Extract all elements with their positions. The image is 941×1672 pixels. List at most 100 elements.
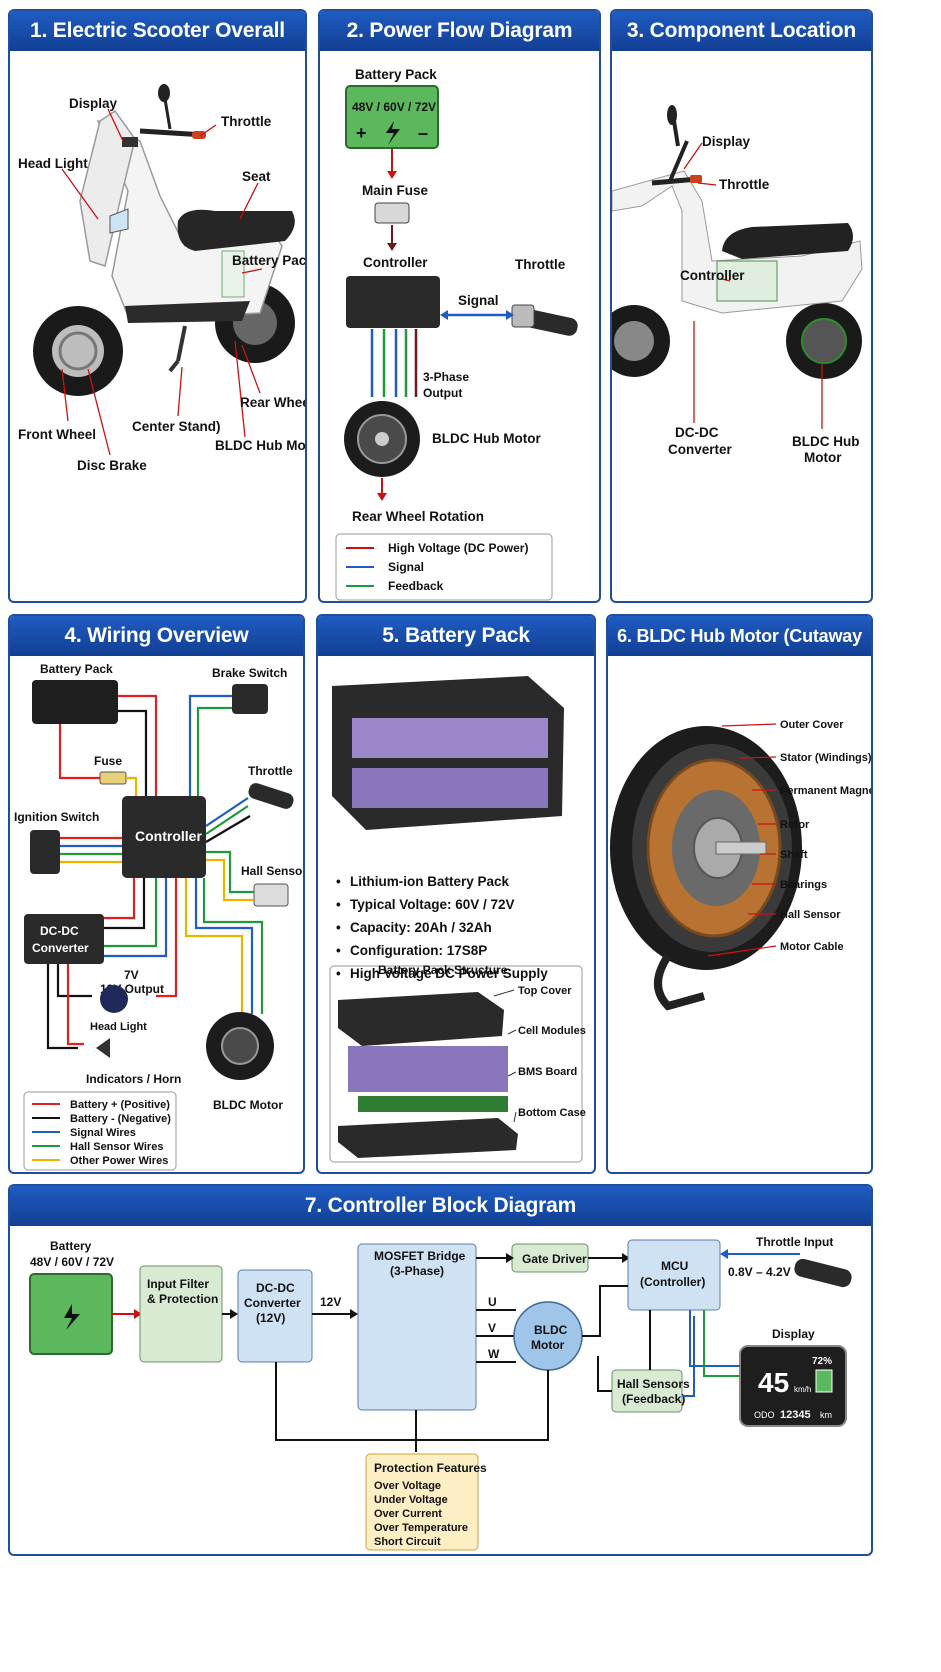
display-battery-icon — [815, 1369, 833, 1393]
scooter-illustration — [33, 84, 295, 396]
label-dcdc: DC-DC — [40, 924, 79, 938]
head-light-icon — [100, 985, 128, 1013]
fuse-icon — [374, 202, 410, 224]
label-motor: Motor — [804, 450, 842, 465]
panel-battery-pack: 5. Battery Pack Battery Pack Structure T… — [316, 614, 596, 1174]
display-odo-label: ODO — [754, 1410, 775, 1420]
controller-location — [716, 260, 778, 302]
label-front-wheel: Front Wheel — [18, 427, 96, 442]
seat — [722, 223, 853, 259]
protection-short-circuit: Short Circuit — [374, 1536, 441, 1548]
scooter-layout-illustration: Display Throttle Head Light Seat Battery… — [18, 84, 307, 473]
label-fuse: Fuse — [94, 754, 122, 768]
legend-signal-wires: Signal Wires — [70, 1127, 136, 1139]
component-location-illustration: Display Throttle Controller DC-DC Conver… — [612, 105, 863, 465]
legend-feedback: Feedback — [388, 579, 444, 593]
display-odo-unit: km — [820, 1410, 832, 1420]
dcdc-converter-box — [24, 914, 104, 964]
phase-wires — [370, 329, 418, 397]
label-w: W — [488, 1347, 500, 1361]
label-battery-pack: Battery Pack — [232, 253, 307, 268]
motor-callout-lines — [707, 723, 777, 957]
part-bottom-case: Bottom Case — [518, 1107, 586, 1119]
part-shaft: Shaft — [780, 849, 808, 861]
battery-pack-illustration: Battery Pack Structure Top Cover Cell Mo… — [329, 676, 586, 1163]
label-protection: & Protection — [147, 1292, 218, 1306]
ignition-switch-icon — [30, 830, 60, 874]
label-ignition-switch: Ignition Switch — [14, 810, 99, 824]
label-dcdc: DC-DC — [675, 425, 719, 440]
label-12v: 12V — [320, 1295, 341, 1309]
label-input-filter: Input Filter — [147, 1277, 209, 1291]
brake-switch-icon — [232, 684, 268, 714]
label-bldc-hub-motor: BLDC Hub Motor — [432, 431, 541, 446]
label-seat: Seat — [242, 169, 271, 184]
label-converter: Converter — [244, 1296, 301, 1310]
label-controller: Controller — [363, 255, 428, 270]
label-main-fuse: Main Fuse — [362, 183, 429, 198]
seat — [177, 209, 295, 251]
protection-over-voltage: Over Voltage — [374, 1480, 441, 1492]
label-battery-voltage: 48V / 60V / 72V — [30, 1255, 114, 1269]
label-dcdc: DC-DC — [256, 1281, 295, 1295]
label-bldc-hub-motor: BLDC Hub Motor — [215, 438, 307, 453]
floorboard — [125, 301, 250, 323]
legend-positive: Battery + (Positive) — [70, 1099, 170, 1111]
display-speed: 45 — [758, 1367, 789, 1398]
label-battery-pack: Battery Pack — [355, 67, 437, 82]
label-converter: Converter — [668, 442, 733, 457]
panel-title: 1. Electric Scooter Overall Layout — [10, 11, 305, 82]
label-three-phase: (3-Phase) — [390, 1264, 444, 1278]
wiring-lines — [46, 694, 264, 1050]
mcu-block — [627, 1239, 721, 1311]
location-callout-lines — [683, 142, 823, 429]
part-permanent-magnets: Permanent Magnets — [780, 785, 873, 797]
battery-cells-illustration — [332, 676, 564, 830]
legend-high-voltage: High Voltage (DC Power) — [388, 541, 528, 555]
battery-compartment — [221, 250, 245, 298]
throttle-icon — [248, 783, 294, 809]
label-head-light: Head Light — [18, 156, 88, 171]
label-indicators-horn: Indicators / Horn — [86, 1072, 181, 1086]
display-screen — [739, 1345, 847, 1427]
spec-chemistry: Lithium-ion Battery Pack — [336, 870, 548, 893]
handlebar-stem — [668, 120, 689, 182]
mirror-stem — [163, 98, 172, 130]
panel-title: 3. Component Location — [612, 11, 871, 51]
part-hall-sensor: Hall Sensor — [780, 909, 841, 921]
label-display: Display — [69, 96, 118, 111]
label-battery-pack: Battery Pack — [40, 662, 113, 676]
label-brake-switch: Brake Switch — [212, 666, 287, 680]
protection-over-current: Over Current — [374, 1508, 442, 1520]
scooter-callout-lines — [61, 108, 263, 456]
legend-box — [335, 533, 553, 601]
throttle-grip — [192, 131, 206, 139]
wiring-overview-diagram: Battery Pack Brake Switch Fuse Throttle … — [14, 662, 303, 1171]
battery-pack-icon — [32, 680, 118, 724]
phase-lines — [476, 1309, 516, 1363]
label-throttle: Throttle — [515, 257, 566, 272]
legend-other-power: Other Power Wires — [70, 1155, 168, 1167]
plus-icon: + — [356, 123, 367, 143]
disc-brake-rotor — [58, 331, 98, 371]
panel-title: 7. Controller Block Diagram — [10, 1186, 871, 1226]
label-controller: Controller — [680, 268, 745, 283]
controller-box — [346, 276, 440, 328]
head-light — [109, 208, 129, 234]
controller-block-diagram: Battery 48V / 60V / 72V Input Filter & P… — [29, 1235, 852, 1551]
label-rear-wheel: Rear Wheel — [240, 395, 307, 410]
hub-motor-illustration — [610, 726, 802, 1011]
label-converter: Converter — [32, 941, 89, 955]
legend-negative: Battery - (Negative) — [70, 1113, 171, 1125]
part-motor-cable: Motor Cable — [780, 941, 844, 953]
lightning-icon — [64, 1304, 80, 1330]
spec-capacity: Capacity: 20Ah / 32Ah — [336, 916, 548, 939]
legend-box — [23, 1091, 177, 1171]
label-throttle-input: Throttle Input — [756, 1235, 833, 1249]
label-bldc-hub: BLDC Hub — [792, 434, 860, 449]
hall-sensors-icon — [253, 883, 289, 907]
label-disc-brake: Disc Brake — [77, 458, 147, 473]
label-motor: Motor — [531, 1338, 565, 1352]
label-three-phase: 3-Phase — [423, 370, 469, 384]
panel-scooter-layout: 1. Electric Scooter Overall Layout — [8, 9, 307, 603]
